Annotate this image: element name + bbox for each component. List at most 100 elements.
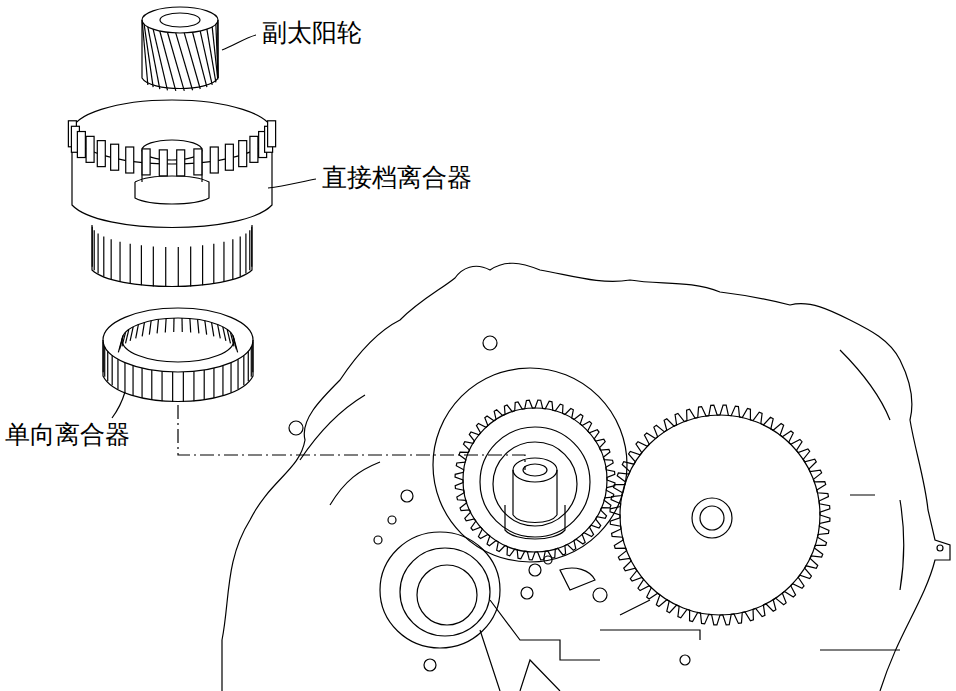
part-label: 单向离合器: [3, 420, 132, 450]
roller-line: [252, 342, 253, 372]
tooth-line: [190, 246, 191, 286]
roller-line: [189, 319, 191, 333]
leader-line: [222, 35, 256, 50]
spline-tooth: [142, 149, 150, 175]
roller-line: [124, 363, 125, 393]
part-label: 直接档离合器: [320, 163, 474, 193]
part-label: 副太阳轮: [260, 18, 364, 48]
roller-line: [181, 318, 182, 332]
tooth-line: [148, 27, 160, 89]
roller-line: [104, 347, 105, 377]
tooth-line: [153, 29, 167, 90]
roller-line: [172, 372, 173, 402]
tooth-line: [223, 242, 224, 282]
roller-line: [183, 372, 184, 402]
transmission-housing: [222, 263, 950, 691]
tooth-line: [245, 233, 246, 273]
bolt-holes: [289, 336, 943, 671]
tooth-line: [207, 29, 216, 82]
roller-line: [165, 319, 167, 333]
gear-teeth: [610, 405, 830, 625]
roller-line: [142, 322, 144, 336]
tooth-line: [167, 32, 184, 91]
valve-passages: [480, 568, 700, 691]
roller-line: [227, 329, 230, 343]
tooth-line: [111, 239, 112, 279]
tooth-line: [176, 33, 193, 90]
roller-line: [243, 355, 244, 385]
clutch-spline-teeth: [455, 400, 615, 560]
spline-tooth: [177, 150, 185, 176]
roller-line: [136, 324, 139, 338]
tooth-line: [178, 247, 179, 287]
spline-tooth: [111, 144, 119, 170]
tooth-line: [184, 33, 200, 89]
spline-tooth: [86, 136, 94, 162]
roller-line: [237, 359, 238, 389]
tooth-line: [94, 230, 95, 270]
roller-line: [251, 347, 252, 377]
spline-tooth: [239, 141, 247, 167]
tooth-line: [217, 21, 218, 78]
tooth-line: [193, 32, 207, 87]
spline-tooth: [194, 149, 202, 175]
output-hub: [505, 458, 565, 539]
roller-line: [223, 327, 226, 341]
roller-line: [149, 321, 151, 335]
housing-flange: [300, 350, 904, 650]
spline-tooth: [97, 141, 105, 167]
counter-gear-teeth: [610, 405, 830, 625]
tooth-line: [249, 230, 250, 270]
tooth-line: [240, 236, 241, 276]
roller-line: [248, 351, 249, 381]
roller-line: [230, 363, 231, 393]
tooth-line: [202, 245, 203, 285]
roller-line: [117, 359, 118, 389]
roller-line: [107, 351, 108, 381]
tooth-line: [153, 246, 154, 286]
roller-line: [204, 370, 205, 400]
roller-line: [193, 371, 194, 401]
tooth-line: [130, 244, 131, 284]
direct-clutch-drum: [72, 100, 272, 287]
one-way-clutch-ring: [103, 308, 253, 402]
spline-tooth: [268, 121, 276, 147]
spline-tooth: [210, 147, 218, 173]
sprag-rollers: [103, 318, 253, 402]
roller-line: [132, 366, 133, 396]
tooth-line: [200, 31, 212, 85]
counter-gear: [620, 415, 820, 615]
tooth-line: [141, 245, 142, 285]
tooth-line: [119, 242, 120, 282]
roller-line: [130, 327, 133, 341]
roller-line: [151, 370, 152, 400]
assembly-line: [178, 405, 525, 470]
roller-line: [198, 319, 199, 333]
roller-line: [222, 366, 223, 396]
roller-line: [213, 368, 214, 398]
roller-line: [103, 342, 104, 372]
leader-line: [112, 392, 125, 418]
roller-line: [161, 371, 162, 401]
roller-line: [141, 368, 142, 398]
leader-line: [268, 179, 316, 188]
spline-tooth: [77, 132, 85, 158]
roller-line: [122, 332, 126, 346]
tooth-line: [97, 233, 98, 273]
roller-line: [112, 355, 113, 385]
roller-line: [212, 322, 214, 336]
gear-teeth: [455, 400, 615, 560]
spline-tooth: [250, 136, 258, 162]
spline-tooth: [225, 144, 233, 170]
tooth-line: [103, 236, 104, 276]
roller-line: [126, 329, 129, 343]
roller-line: [218, 324, 221, 338]
roller-line: [157, 319, 158, 333]
roller-line: [234, 338, 238, 352]
tooth-line: [165, 247, 166, 287]
spline-tooth: [159, 150, 167, 176]
roller-line: [173, 318, 174, 332]
tooth-line: [213, 244, 214, 284]
